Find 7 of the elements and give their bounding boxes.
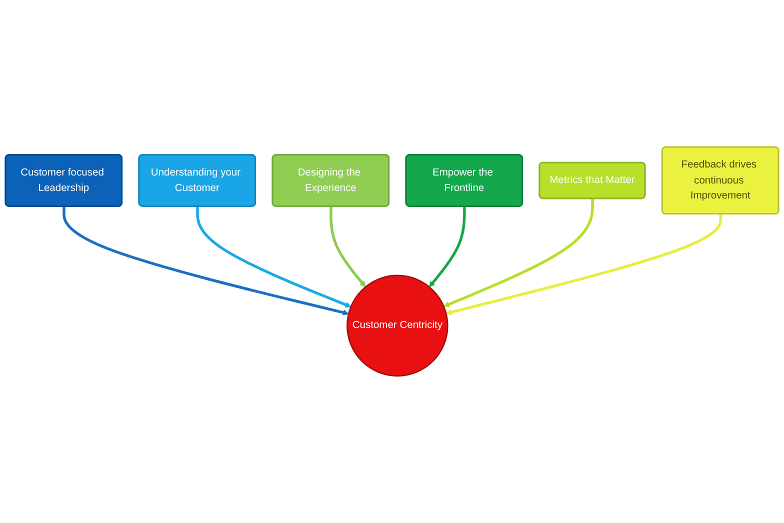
arrow — [330, 206, 366, 288]
node-circle: Customer Centricity — [346, 274, 448, 377]
arrow — [196, 206, 352, 308]
arrow — [62, 206, 349, 316]
arrow — [444, 198, 594, 308]
arrow — [446, 214, 722, 316]
arrow — [429, 206, 466, 288]
